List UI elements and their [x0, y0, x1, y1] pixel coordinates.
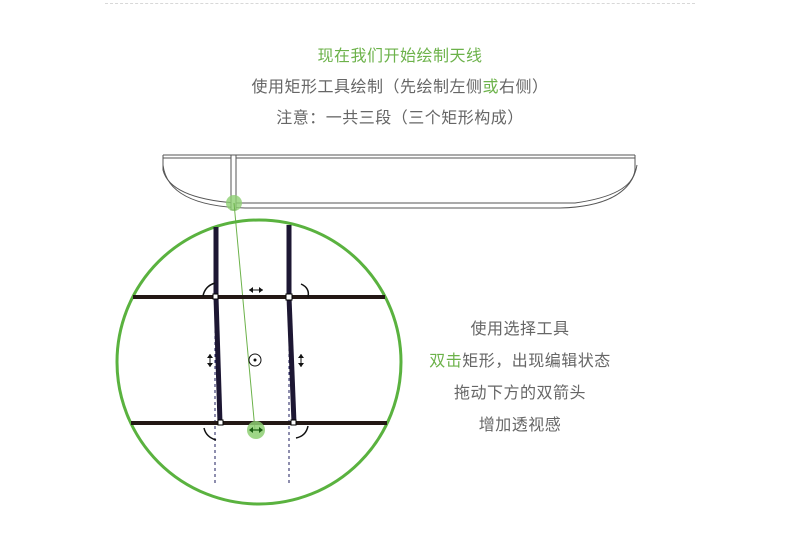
skew-arrow-right-icon	[298, 354, 304, 367]
handle-bottom-left	[217, 419, 224, 426]
center-point-icon	[248, 353, 262, 367]
header-text-block: 现在我们开始绘制天线 使用矩形工具绘制（先绘制左侧或右侧） 注意：一共三段（三个…	[0, 40, 800, 133]
header-instruction-1-prefix: 使用矩形工具绘制（先绘制左侧	[251, 77, 483, 96]
rotate-arrow-bottom-left-icon	[203, 427, 217, 441]
instruction-line-2-suffix: 矩形，出现编辑状态	[462, 351, 611, 370]
header-instruction-1-highlight: 或	[482, 77, 499, 96]
rotate-arrow-top-left-icon	[202, 282, 216, 297]
instruction-line-3: 拖动下方的双箭头	[453, 383, 586, 402]
instruction-line-2-highlight: 双击	[429, 351, 463, 370]
handle-top-left	[212, 293, 219, 300]
instruction-line-1: 使用选择工具	[470, 319, 570, 338]
vertical-bar-left-lower	[213, 296, 223, 424]
handle-bottom-right	[290, 419, 297, 426]
skew-arrow-bottom-highlighted-icon	[249, 427, 263, 433]
vertical-bar-right-lower	[286, 296, 297, 424]
instruction-text-block: 使用选择工具 双击矩形，出现编辑状态 拖动下方的双箭头 增加透视感	[400, 313, 640, 441]
instruction-line-2: 双击矩形，出现编辑状态	[400, 345, 640, 377]
top-dashed-divider	[105, 3, 695, 4]
header-title: 现在我们开始绘制天线	[317, 46, 483, 65]
header-note: 注意：一共三段（三个矩形构成）	[276, 108, 524, 127]
rotate-arrow-bottom-right-icon	[295, 425, 309, 439]
magnifier-circle	[115, 218, 403, 506]
skew-arrow-left-icon	[207, 354, 213, 367]
handle-top-right	[285, 293, 293, 301]
header-instruction-1: 使用矩形工具绘制（先绘制左侧或右侧）	[0, 71, 800, 102]
skew-arrow-top-icon	[249, 287, 263, 293]
skew-arrow-icons	[207, 287, 304, 367]
instruction-line-4: 增加透视感	[478, 415, 562, 434]
rotate-arrow-icons	[202, 282, 310, 441]
pointer-line	[233, 202, 256, 431]
rotate-arrow-top-right-icon	[300, 283, 310, 298]
header-instruction-1-suffix: 右侧）	[499, 77, 549, 96]
